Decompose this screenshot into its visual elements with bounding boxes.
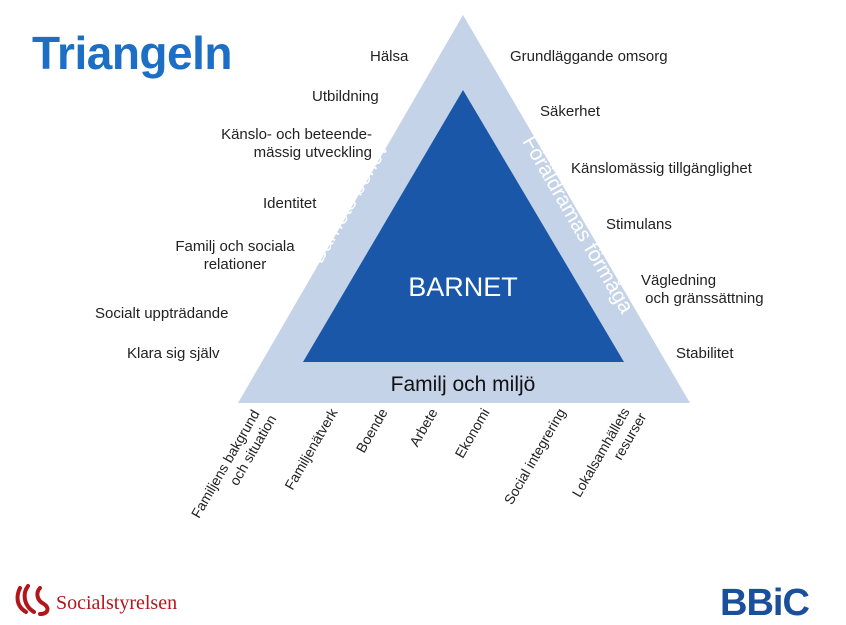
bottom-item-4: Arbete: [406, 405, 441, 449]
left-item-halsa: Hälsa: [370, 48, 409, 65]
page-title: Triangeln: [32, 27, 232, 79]
left-item-klara: Klara sig själv: [127, 345, 220, 362]
socialstyrelsen-name: Socialstyrelsen: [56, 592, 178, 614]
right-item-tillganglighet: Känslomässig tillgänglighet: [571, 160, 752, 177]
left-item-utbildning: Utbildning: [312, 88, 379, 105]
right-item-sakerhet: Säkerhet: [540, 103, 601, 120]
side-label-bottom: Familj och miljö: [391, 373, 536, 396]
right-item-vagledning: Vägledning och gränssättning: [641, 272, 764, 307]
left-item-socialt: Socialt uppträdande: [95, 305, 229, 322]
left-item-familj: Familj och sociala relationer: [175, 238, 295, 273]
bottom-item-5: Ekonomi: [452, 406, 493, 461]
bottom-item-3: Boende: [353, 405, 391, 455]
bottom-item-7: Lokalsamhällets resurser: [569, 401, 650, 508]
bbic-logo: BBiC: [720, 582, 810, 625]
bottom-item-6: Social integrering: [501, 406, 569, 508]
center-label: BARNET: [408, 272, 518, 302]
right-item-omsorg: Grundläggande omsorg: [510, 48, 668, 65]
right-item-stimulans: Stimulans: [606, 216, 672, 233]
socialstyrelsen-mark-icon: [15, 584, 50, 616]
bottom-item-2: Familjenätverk: [281, 405, 341, 493]
right-item-stabilitet: Stabilitet: [676, 345, 734, 362]
bottom-item-1: Familjens bakgrund och situation: [188, 404, 280, 530]
inner-triangle: [303, 90, 624, 362]
left-item-kanslo: Känslo- och beteende- mässig utveckling: [221, 126, 372, 161]
bbic-name: BBiC: [720, 582, 810, 624]
left-item-identitet: Identitet: [263, 195, 317, 212]
